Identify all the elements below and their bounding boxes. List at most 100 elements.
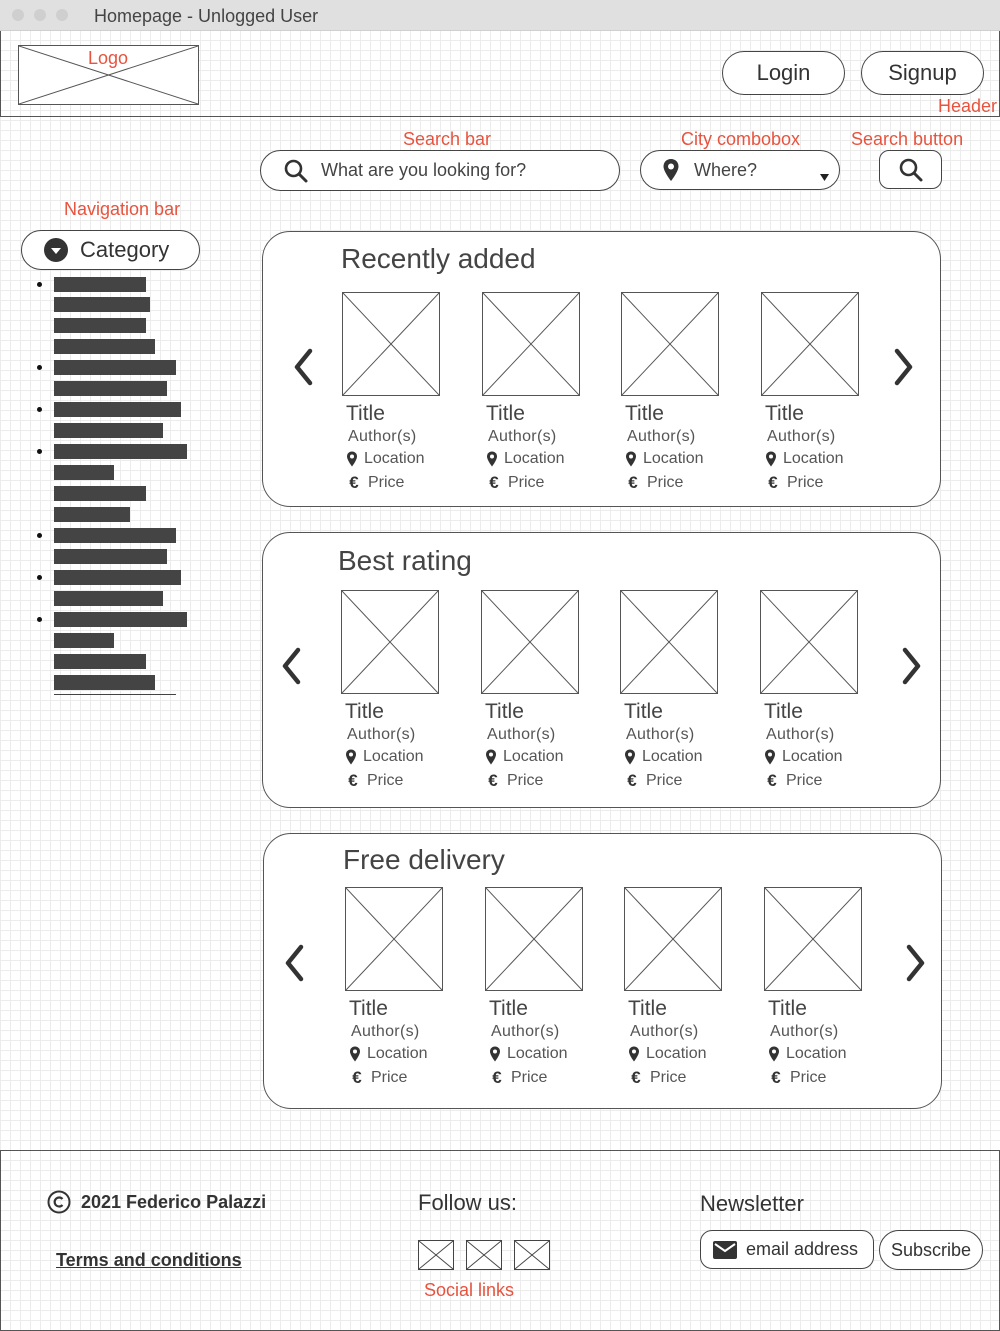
search-input[interactable]: What are you looking for? (260, 150, 620, 191)
product-location: Location (764, 748, 843, 766)
category-item[interactable] (54, 654, 146, 669)
window-title: Homepage - Unlogged User (94, 6, 319, 26)
list-bullet (37, 365, 42, 370)
signup-button[interactable]: Signup (861, 51, 984, 95)
window-close-dot[interactable] (12, 9, 24, 21)
category-label: Category (80, 237, 170, 262)
chevron-right-icon[interactable] (890, 347, 916, 387)
search-button[interactable] (879, 150, 942, 189)
chevron-left-icon[interactable] (280, 646, 306, 686)
category-item[interactable] (54, 339, 155, 354)
euro-icon: € (488, 771, 498, 790)
social-link[interactable] (514, 1240, 550, 1270)
product-authors: Author(s) (626, 726, 695, 743)
chevron-left-icon[interactable] (283, 943, 309, 983)
newsletter-email-field[interactable]: email address (700, 1230, 874, 1269)
euro-icon: € (492, 1068, 502, 1087)
list-bullet (37, 407, 42, 412)
window-titlebar: Homepage - Unlogged User (0, 0, 1000, 31)
caret-down-icon (820, 166, 829, 181)
product-image-placeholder (341, 590, 439, 694)
product-title: Title (485, 700, 524, 723)
terms-link[interactable]: Terms and conditions (56, 1250, 242, 1270)
section-heading: Best rating (338, 545, 472, 576)
category-item[interactable] (54, 549, 167, 564)
product-location: Location (485, 748, 564, 766)
section-heading: Free delivery (343, 844, 505, 875)
category-item[interactable] (54, 612, 187, 627)
chevron-right-icon[interactable] (902, 943, 928, 983)
category-item[interactable] (54, 465, 114, 480)
social-link[interactable] (466, 1240, 502, 1270)
copyright-text: 2021 Federico Palazzi (81, 1191, 267, 1212)
newsletter-heading: Newsletter (700, 1191, 804, 1216)
window-maximize-dot[interactable] (56, 9, 68, 21)
product-image-placeholder (624, 887, 722, 991)
product-location: Location (625, 450, 704, 468)
location-pin-icon (629, 1046, 639, 1062)
category-item[interactable] (54, 633, 114, 648)
category-item[interactable] (54, 297, 150, 312)
logo-annotation: Logo (88, 48, 129, 68)
product-image-placeholder (345, 887, 443, 991)
location-pin-icon (347, 451, 357, 467)
category-item[interactable] (54, 444, 187, 459)
location-pin-icon (765, 749, 775, 765)
product-location: Location (346, 450, 425, 468)
euro-icon: € (628, 473, 638, 492)
category-item[interactable] (54, 528, 176, 543)
category-item[interactable] (54, 318, 146, 333)
search-bar-annotation: Search bar (403, 129, 492, 149)
product-price-text: Price (507, 772, 544, 789)
category-item[interactable] (54, 507, 130, 522)
category-item[interactable] (54, 381, 167, 396)
login-button[interactable]: Login (722, 51, 845, 95)
product-location-text: Location (783, 450, 844, 467)
location-pin-icon (662, 158, 680, 182)
product-price: €Price (765, 473, 823, 493)
category-item[interactable] (54, 570, 181, 585)
product-authors: Author(s) (767, 428, 836, 445)
product-image-placeholder (485, 887, 583, 991)
product-price: €Price (764, 771, 822, 791)
product-price: €Price (628, 1068, 686, 1088)
category-item[interactable] (54, 675, 155, 690)
follow-us-heading: Follow us: (418, 1190, 518, 1215)
product-price-text: Price (511, 1069, 548, 1086)
euro-icon: € (352, 1068, 362, 1087)
social-link[interactable] (418, 1240, 454, 1270)
product-authors: Author(s) (770, 1023, 839, 1040)
product-image-placeholder (761, 292, 859, 396)
category-item[interactable] (54, 402, 181, 417)
product-location: Location (768, 1045, 847, 1063)
product-location-text: Location (782, 748, 843, 765)
location-pin-icon (487, 451, 497, 467)
category-item[interactable] (54, 486, 146, 501)
city-combobox[interactable]: Where? (640, 150, 840, 190)
category-item[interactable] (54, 277, 146, 292)
product-price: €Price (625, 473, 683, 493)
chevron-right-icon[interactable] (898, 646, 924, 686)
category-item[interactable] (54, 360, 176, 375)
category-item[interactable] (54, 591, 163, 606)
logo-placeholder[interactable] (18, 45, 199, 105)
window-minimize-dot[interactable] (34, 9, 46, 21)
product-location: Location (345, 748, 424, 766)
euro-icon: € (349, 473, 359, 492)
product-title: Title (624, 700, 663, 723)
product-title: Title (625, 402, 664, 425)
copyright-icon (47, 1190, 71, 1214)
chevron-left-icon[interactable] (292, 347, 318, 387)
product-title: Title (489, 997, 528, 1020)
subscribe-button[interactable]: Subscribe (879, 1230, 983, 1270)
category-dropdown[interactable]: Category (21, 230, 200, 270)
category-item[interactable] (54, 423, 163, 438)
product-authors: Author(s) (766, 726, 835, 743)
euro-icon: € (768, 473, 778, 492)
product-authors: Author(s) (488, 428, 557, 445)
product-image-placeholder (342, 292, 440, 396)
product-location: Location (765, 450, 844, 468)
list-divider (54, 694, 176, 695)
product-authors: Author(s) (348, 428, 417, 445)
product-price-text: Price (368, 474, 405, 491)
